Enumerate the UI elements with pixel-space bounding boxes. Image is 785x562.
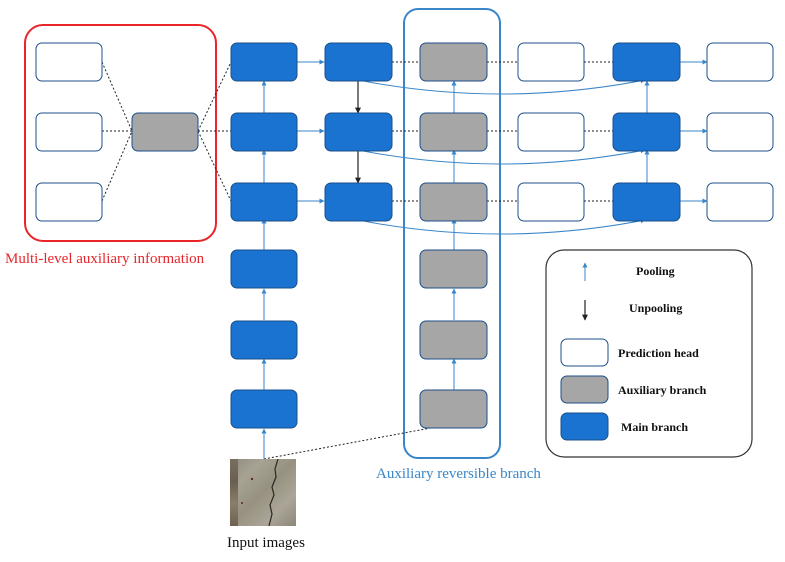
multi-level-label: Multi-level auxiliary information	[5, 251, 205, 267]
main-block	[324, 182, 393, 222]
pooling-arrows	[261, 80, 650, 459]
legend-prediction-head-label: Prediction head	[618, 346, 699, 360]
prediction-head	[35, 182, 103, 222]
skip-connection	[357, 218, 646, 235]
main-block	[230, 389, 298, 429]
legend-main-branch-label: Main branch	[621, 420, 689, 434]
main-block	[230, 42, 298, 82]
auxiliary-branch-blocks	[131, 42, 488, 429]
prediction-head	[517, 42, 585, 82]
main-block	[230, 112, 298, 152]
legend-auxiliary-branch-swatch	[560, 375, 609, 404]
auxiliary-reversible-label: Auxiliary reversible branch	[376, 466, 541, 482]
prediction-head	[35, 112, 103, 152]
legend-frame	[545, 249, 753, 458]
skip-connection	[357, 78, 646, 95]
main-block	[612, 112, 681, 152]
forward-arrows	[297, 59, 708, 204]
main-block	[230, 182, 298, 222]
main-block	[324, 42, 393, 82]
legend-prediction-head-swatch	[560, 338, 609, 367]
legend-main-branch-swatch	[560, 412, 609, 441]
auxiliary-block	[419, 320, 488, 360]
main-block	[612, 182, 681, 222]
auxiliary-block	[131, 112, 199, 152]
dotted-connections	[101, 61, 613, 460]
main-block	[324, 112, 393, 152]
multi-level-frame	[24, 24, 217, 242]
prediction-head	[706, 42, 774, 82]
main-block	[230, 320, 298, 360]
auxiliary-block	[419, 389, 488, 429]
crack-icon	[241, 459, 279, 526]
prediction-head	[35, 42, 103, 82]
prediction-head	[706, 112, 774, 152]
auxiliary-block	[419, 42, 488, 82]
prediction-head	[706, 182, 774, 222]
legend-auxiliary-branch-label: Auxiliary branch	[618, 383, 707, 397]
skip-connection	[357, 148, 646, 165]
input-image	[230, 459, 296, 526]
auxiliary-block	[419, 182, 488, 222]
legend-unpooling-label: Unpooling	[629, 301, 683, 315]
prediction-heads	[35, 42, 774, 222]
prediction-head	[517, 112, 585, 152]
auxiliary-block	[419, 112, 488, 152]
prediction-head	[517, 182, 585, 222]
skip-connections	[357, 78, 646, 235]
auxiliary-block	[419, 249, 488, 289]
input-images-label: Input images	[227, 535, 305, 551]
main-branch-blocks	[230, 42, 681, 429]
main-block	[230, 249, 298, 289]
main-block	[612, 42, 681, 82]
legend-symbols	[560, 262, 609, 441]
legend-pooling-label: Pooling	[636, 264, 675, 278]
